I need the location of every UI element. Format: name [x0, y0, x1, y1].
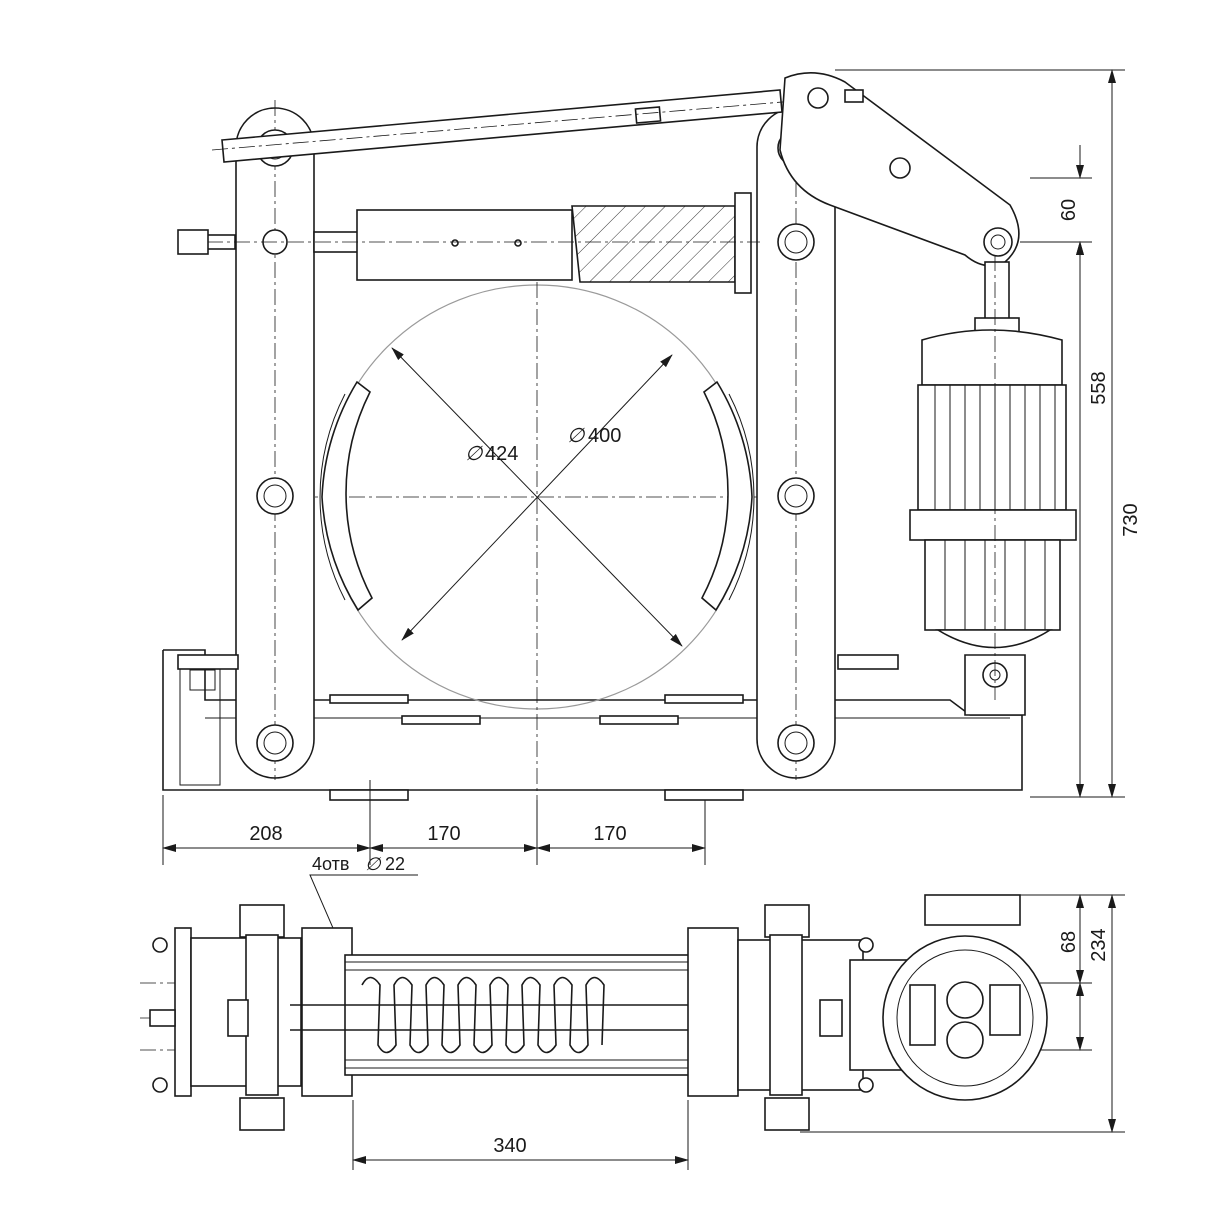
left-brake-shoe	[319, 380, 374, 612]
spring-housing	[180, 192, 760, 294]
right-lever-arm	[756, 100, 836, 780]
label-holes: 4отв ∅ 22	[312, 854, 405, 874]
dim-170-left: 170	[427, 823, 460, 845]
front-view	[162, 72, 1077, 801]
dim-234: 234	[1088, 928, 1110, 961]
dim-holes: 4отв	[312, 854, 349, 874]
label-d424: ∅ 424	[465, 443, 518, 465]
diameter-symbol: ∅	[465, 443, 484, 465]
dim-68: 68	[1058, 931, 1080, 953]
brake-drum	[295, 282, 775, 800]
adjusting-screws	[177, 229, 899, 670]
dim-holes-d: 22	[385, 854, 405, 874]
thruster-top	[882, 894, 1048, 1101]
dim-d424: 424	[485, 443, 518, 465]
dim-340: 340	[493, 1135, 526, 1157]
left-lever-arm	[235, 100, 315, 780]
top-dimensions	[352, 894, 1125, 1170]
right-assembly	[687, 904, 911, 1131]
dimension-labels: ∅ 424 ∅ 400 60 558 730 208 170 170 4отв …	[249, 199, 1142, 1157]
thruster-fins	[934, 385, 1056, 510]
dim-170-right: 170	[593, 823, 626, 845]
base-plate	[162, 649, 1023, 801]
diameter-symbol: ∅	[567, 425, 586, 447]
label-d400: ∅ 400	[567, 425, 621, 447]
dim-208: 208	[249, 823, 282, 845]
diameter-symbol: ∅	[365, 854, 382, 874]
front-dimensions	[162, 69, 1125, 1019]
dim-558: 558	[1088, 371, 1110, 404]
dim-60: 60	[1058, 199, 1080, 221]
left-assembly	[149, 904, 353, 1131]
hydraulic-thruster	[909, 255, 1077, 716]
dim-730: 730	[1120, 503, 1142, 536]
dim-d400: 400	[588, 425, 621, 447]
right-brake-shoe	[700, 380, 755, 612]
top-view	[140, 894, 1048, 1131]
